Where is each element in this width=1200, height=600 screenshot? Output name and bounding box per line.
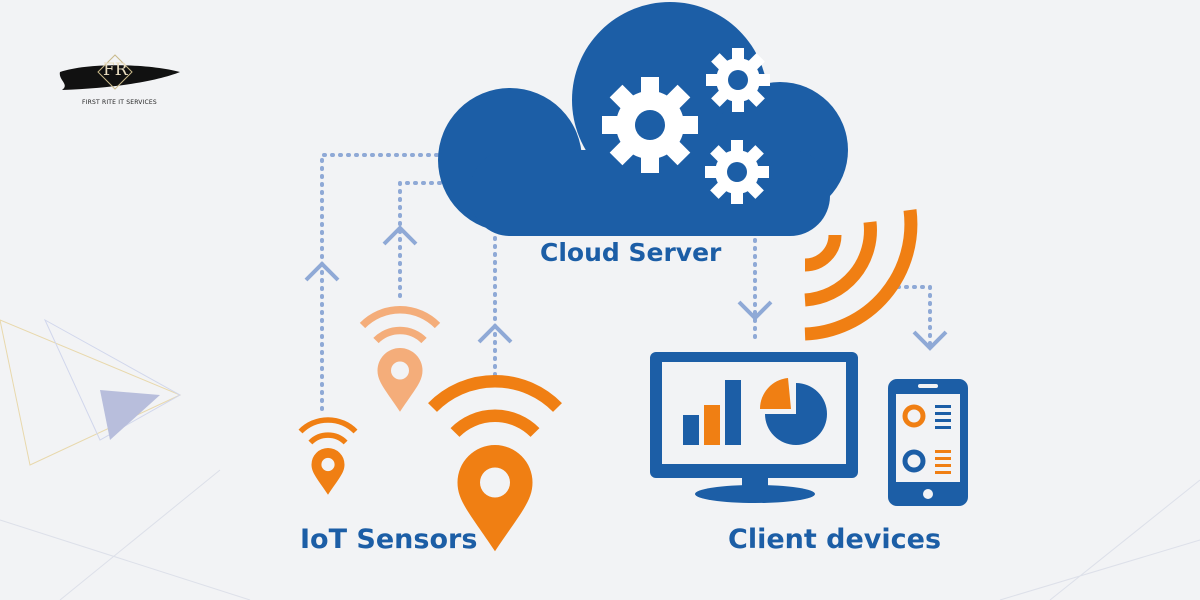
pie-chart-icon <box>759 378 827 445</box>
client-devices-label: Client devices <box>728 524 942 555</box>
smartphone-icon <box>888 379 968 506</box>
arrow-down-icon <box>737 300 948 351</box>
background-decoration <box>0 318 1200 600</box>
connector-lines <box>320 153 932 412</box>
arrow-up-icon <box>304 225 513 344</box>
gear-icon <box>602 48 770 204</box>
location-pin-icon <box>359 305 441 412</box>
bar-chart-icon <box>683 380 741 445</box>
location-pin-icon <box>428 374 562 552</box>
cloud-server-label: Cloud Server <box>540 238 722 267</box>
location-pin-icon <box>298 417 358 495</box>
logo-monogram: FR <box>103 60 128 80</box>
monitor-icon <box>650 352 858 503</box>
company-logo <box>59 54 180 90</box>
logo-company-name: FIRST RITE IT SERVICES <box>82 99 157 106</box>
wifi-signal-icon <box>804 209 918 341</box>
iot-sensors-label: IoT Sensors <box>300 524 478 555</box>
